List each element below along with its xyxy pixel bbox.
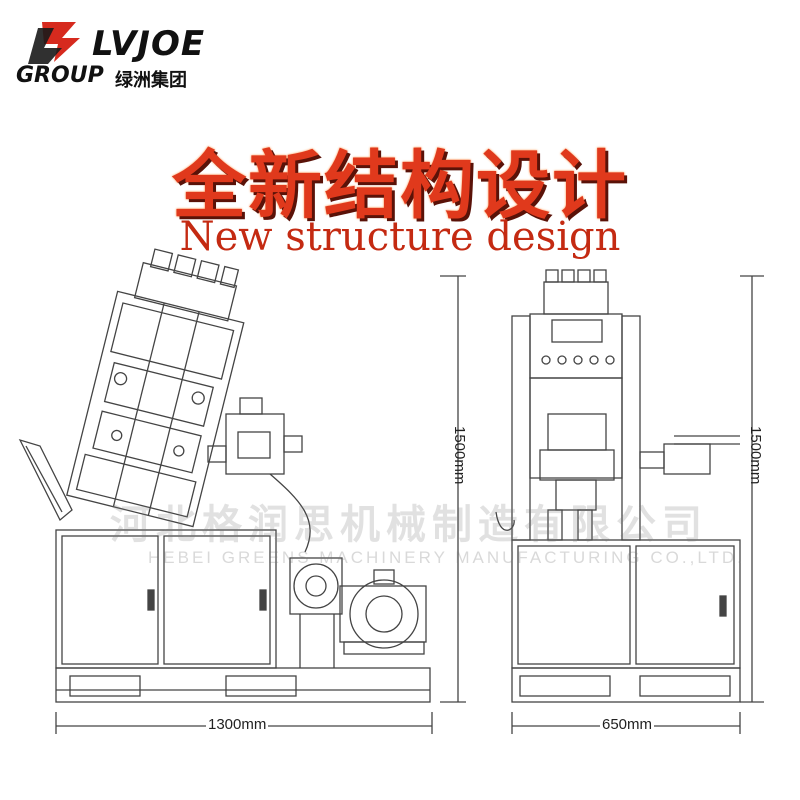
- right-height-label: 1500mm: [747, 426, 764, 485]
- group-label-cn: 绿洲集团: [115, 70, 187, 91]
- watermark-company-en: HEBEI GREENS MACHINERY MANUFACTURING CO.…: [148, 548, 745, 567]
- group-label: GROUP: [16, 63, 104, 88]
- watermark-company-cn: 河北格润思机械制造有限公司: [110, 502, 708, 548]
- right-width-label: 650mm: [600, 716, 655, 733]
- lvjoe-logo-icon: [28, 22, 80, 64]
- left-width-label: 1300mm: [206, 716, 269, 733]
- left-height-label: 1500mm: [451, 426, 468, 485]
- page-title-cn: 全新结构设计: [172, 143, 628, 229]
- brand-name: LVJOE: [92, 24, 206, 64]
- page-title-en: New structure design: [179, 214, 621, 260]
